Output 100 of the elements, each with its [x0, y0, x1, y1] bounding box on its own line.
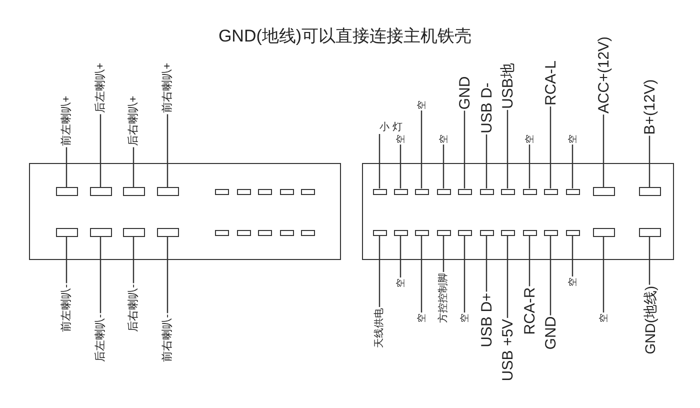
pin-lead-line — [506, 236, 508, 318]
pin-label: USB +5V — [500, 318, 516, 382]
pin-label: 后右喇叭+ — [128, 96, 140, 146]
pin-lead-line — [550, 236, 552, 316]
pin-slot — [544, 230, 558, 236]
pin-label: 前右喇叭+ — [162, 62, 174, 114]
pin-label: 后左喇叭- — [96, 314, 106, 362]
pin-lead-line — [166, 237, 168, 314]
pin-lead-line — [442, 144, 444, 188]
pin-lead-line — [528, 144, 530, 188]
pin-lead-line — [378, 236, 380, 307]
pin-slot — [566, 188, 580, 194]
pin-lead-line — [602, 237, 604, 312]
pin-slot — [566, 230, 580, 236]
pin-slot — [258, 188, 272, 194]
pin-lead-line — [100, 114, 102, 187]
pin-slot — [156, 187, 178, 196]
pin-slot — [592, 228, 614, 237]
connector-block — [362, 163, 674, 260]
pin-slot — [122, 228, 144, 237]
pin-label: 空 — [418, 100, 426, 110]
pin-lead-line — [132, 237, 134, 284]
pin-label: USB D- — [480, 82, 494, 134]
pin-slot — [480, 230, 494, 236]
pin-lead-line — [400, 144, 402, 188]
pin-slot — [236, 188, 250, 194]
pin-label: ACC+(12V) — [596, 36, 612, 114]
pin-label: 空 — [600, 314, 608, 322]
pin-lead-line — [464, 110, 466, 188]
pin-slot — [90, 228, 112, 237]
pin-slot — [214, 188, 228, 194]
pin-slot — [394, 230, 408, 236]
pin-lead-line — [464, 236, 466, 312]
pin-slot — [372, 188, 386, 194]
pin-lead-line — [400, 236, 402, 278]
pin-slot — [414, 230, 428, 236]
pin-lead-line — [378, 134, 380, 188]
pin-slot — [500, 188, 514, 194]
pin-slot — [90, 187, 112, 196]
pin-label: GND — [544, 316, 558, 350]
pin-label: 前左喇叭- — [62, 284, 72, 332]
pin-lead-line — [100, 237, 102, 314]
pin-lead-line — [572, 144, 574, 188]
pin-label: RCA-R — [522, 287, 538, 335]
pin-slot — [638, 187, 660, 196]
pin-label: 空 — [460, 314, 470, 322]
pin-slot — [592, 187, 614, 196]
pin-lead-line — [602, 114, 604, 187]
pin-slot — [56, 187, 78, 196]
pin-label: 空 — [396, 134, 406, 144]
pin-slot — [414, 188, 428, 194]
pin-label: GND — [458, 76, 472, 110]
pin-label: 小 灯 — [380, 123, 402, 133]
pin-lead-line — [166, 114, 168, 187]
pin-slot — [500, 230, 514, 236]
pin-slot — [480, 188, 494, 194]
pin-label: 前右喇叭- — [162, 314, 174, 362]
pin-slot — [56, 228, 78, 237]
pin-label: 空 — [568, 134, 578, 144]
pin-slot — [300, 188, 314, 194]
pin-label: 空 — [440, 134, 448, 144]
pin-label: 方控控制脚 — [439, 273, 449, 323]
pin-lead-line — [66, 237, 68, 284]
pin-lead-line — [506, 110, 508, 188]
pin-slot — [372, 230, 386, 236]
connector-block — [29, 163, 341, 260]
pin-slot — [258, 230, 272, 236]
pin-lead-line — [132, 147, 134, 187]
pin-label: USB地 — [500, 63, 516, 109]
pin-slot — [458, 188, 472, 194]
pin-label: B+(12V) — [642, 79, 658, 135]
pin-label: 空 — [396, 278, 406, 288]
pin-lead-line — [420, 110, 422, 188]
pin-slot — [122, 187, 144, 196]
pin-slot — [156, 228, 178, 237]
pin-slot — [458, 230, 472, 236]
pin-slot — [522, 230, 536, 236]
pin-lead-line — [572, 236, 574, 276]
pin-label: 后右喇叭- — [128, 284, 140, 332]
pin-label: USB D+ — [480, 292, 494, 348]
pin-label: 空 — [526, 134, 534, 144]
pin-label: 空 — [568, 278, 578, 286]
pin-label: 后左喇叭+ — [96, 62, 106, 114]
pin-lead-line — [648, 237, 650, 285]
pin-label: GND(地线) — [643, 286, 657, 354]
pin-slot — [280, 188, 294, 194]
pin-label: 空 — [418, 314, 426, 322]
pin-label: 前左喇叭+ — [62, 96, 72, 146]
pin-lead-line — [550, 106, 552, 188]
pin-label: 天线供电 — [375, 308, 385, 348]
pin-slot — [436, 230, 450, 236]
pin-lead-line — [420, 236, 422, 312]
pin-lead-line — [486, 236, 488, 292]
pin-slot — [544, 188, 558, 194]
pin-slot — [214, 230, 228, 236]
pin-slot — [300, 230, 314, 236]
pin-lead-line — [442, 236, 444, 272]
pin-slot — [236, 230, 250, 236]
pin-slot — [638, 228, 660, 237]
pin-slot — [436, 188, 450, 194]
